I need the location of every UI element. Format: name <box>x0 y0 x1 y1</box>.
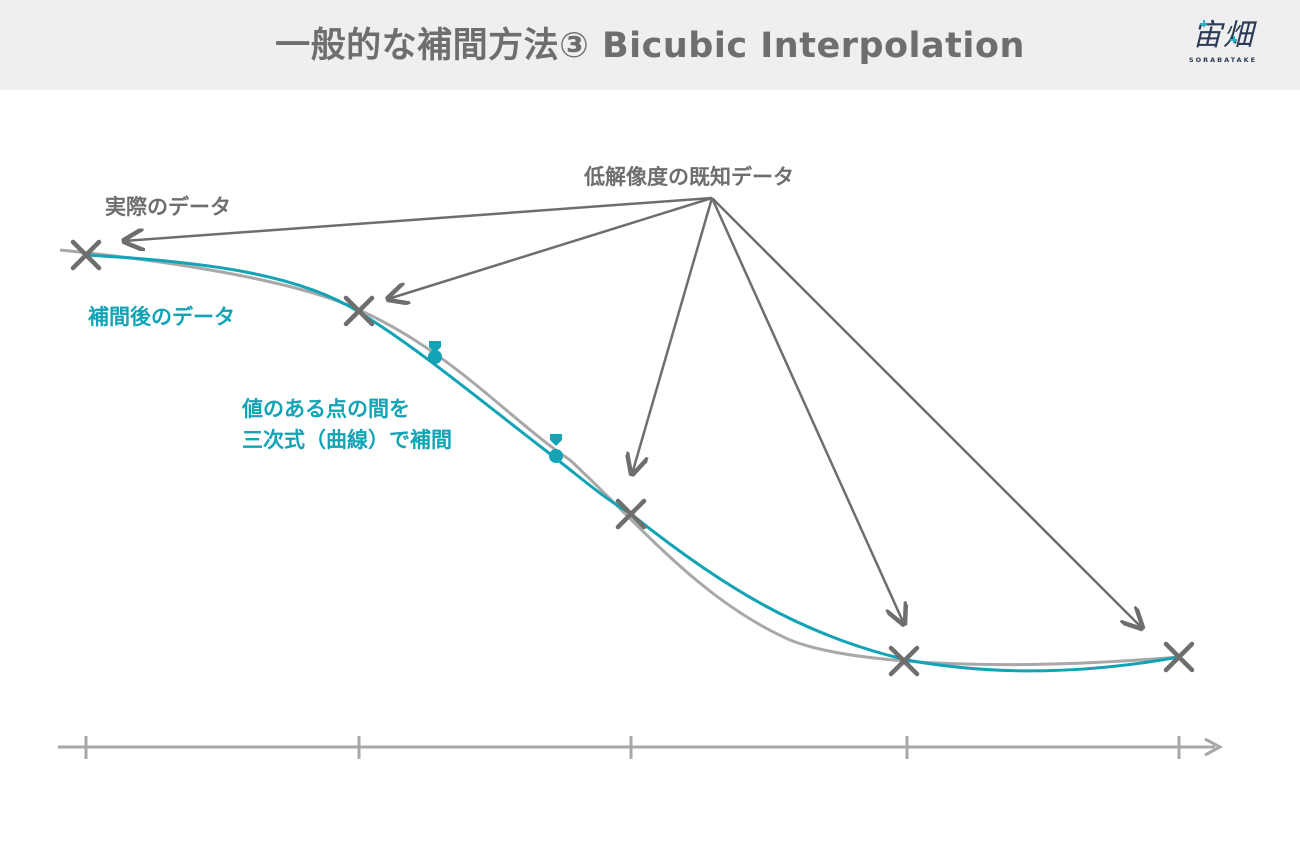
known-point-marker <box>1163 641 1195 673</box>
logo-plus-icon <box>1200 20 1207 27</box>
logo-subtext: SORABATAKE <box>1188 56 1258 64</box>
label-actual-data: 実際のデータ <box>105 195 231 219</box>
actual-data-curve <box>59 248 1180 667</box>
pointer-arrows <box>124 196 1142 628</box>
label-note-line2: 三次式（曲線）で補間 <box>242 428 452 452</box>
known-point-marker <box>70 239 102 271</box>
header-bar <box>0 0 1300 90</box>
label-known-low-res: 低解像度の既知データ <box>583 165 794 189</box>
interpolated-curve <box>85 253 1180 673</box>
arrow-to-point-3 <box>632 197 714 474</box>
x-axis <box>58 736 1224 759</box>
interpolated-point <box>549 434 563 463</box>
sorabatake-logo: 宙畑 SORABATAKE <box>1178 18 1268 76</box>
page-title: 一般的な補間方法③ Bicubic Interpolation <box>275 26 1025 66</box>
arrow-to-point-1 <box>124 196 713 241</box>
arrow-to-point-5 <box>711 197 1142 628</box>
label-note-line1: 値のある点の間を <box>241 397 410 421</box>
arrow-to-point-2 <box>388 196 713 299</box>
known-point-marker <box>888 645 920 677</box>
logo-plus-icon <box>1230 36 1237 43</box>
known-point-marker <box>343 295 375 327</box>
label-interpolated-data: 補間後のデータ <box>87 305 235 329</box>
arrow-to-point-4 <box>710 197 904 624</box>
interpolated-point <box>428 341 442 364</box>
known-point-marker <box>615 498 647 530</box>
